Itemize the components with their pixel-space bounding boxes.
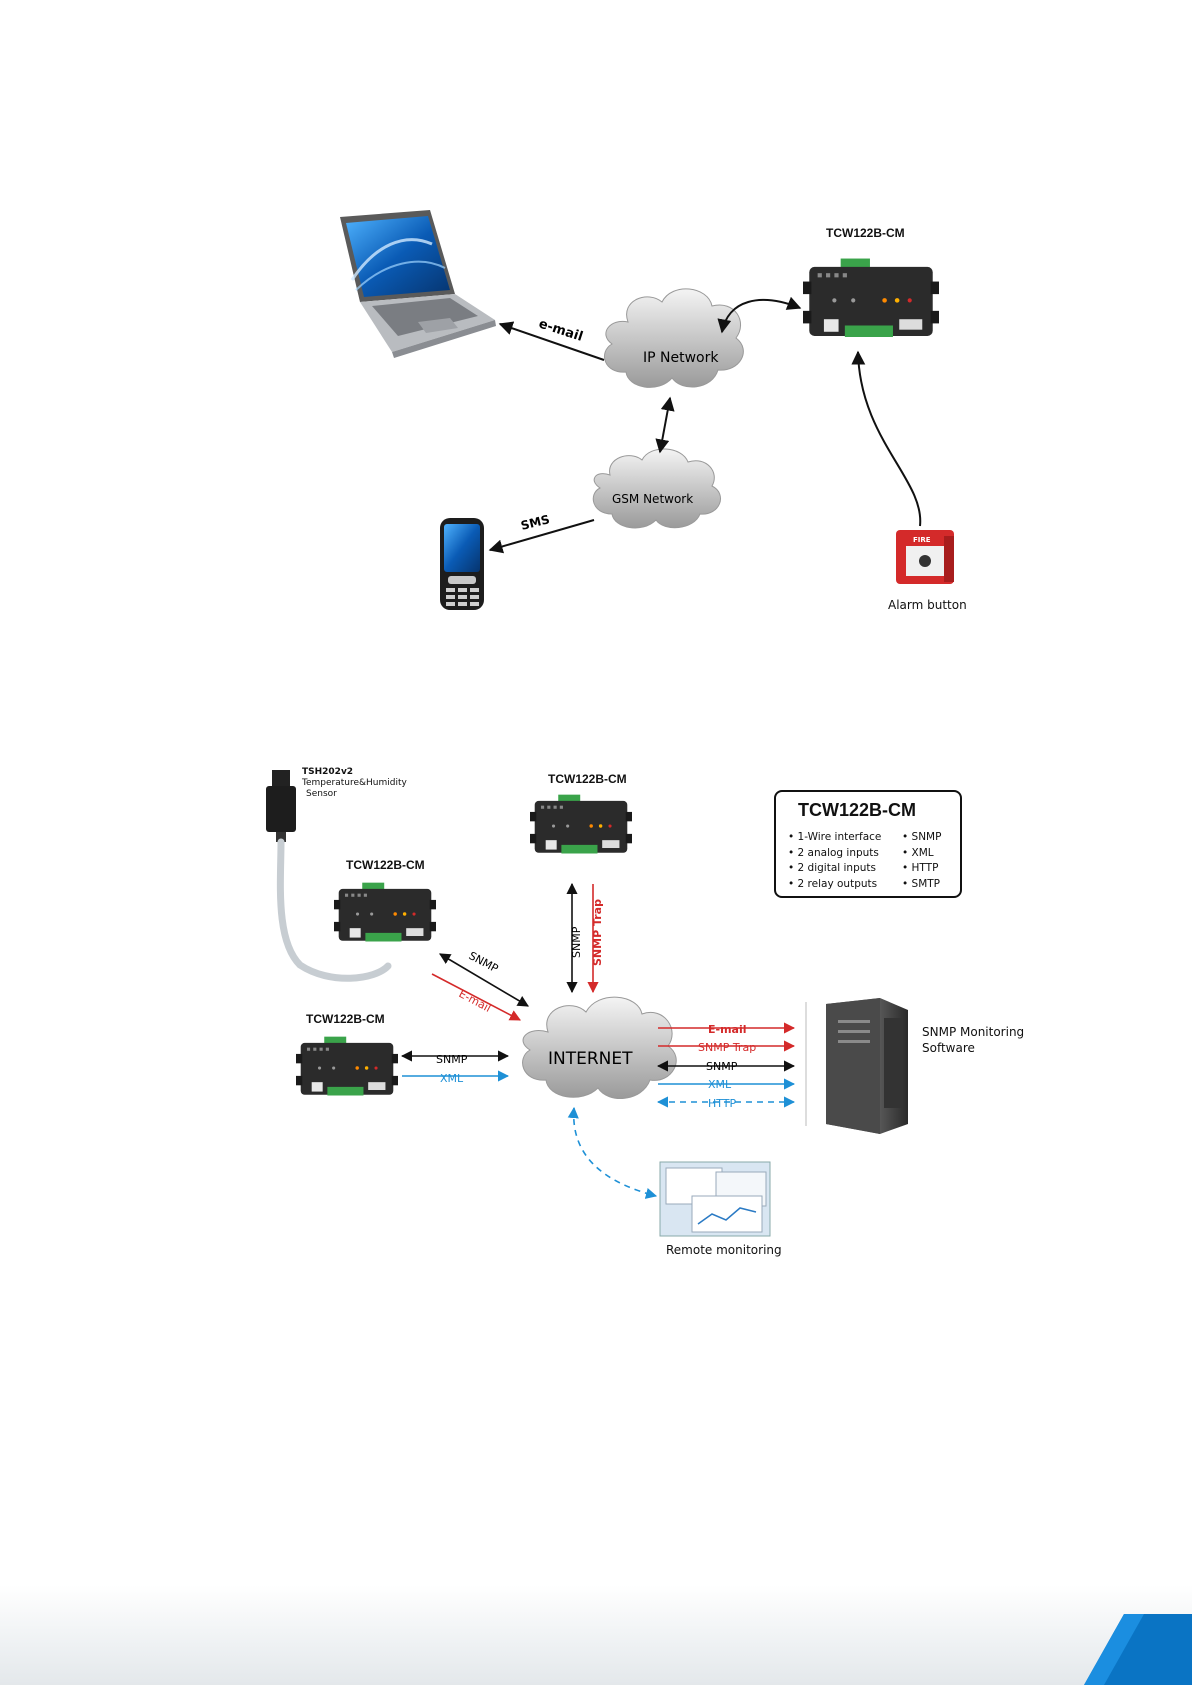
label-left-snmp: SNMP [467, 949, 501, 975]
device-title-1: TCW122B-CM [826, 226, 905, 240]
gsm-network-cloud [592, 448, 722, 529]
spec-feature: 2 relay outputs [788, 877, 881, 893]
remote-monitoring-label: Remote monitoring [666, 1243, 782, 1257]
label-email: e-mail [537, 317, 585, 345]
spec-protocol: SNMP [902, 830, 942, 846]
sensor-title: TSH202v2 [302, 767, 354, 777]
device-title-bottom: TCW122B-CM [306, 1012, 385, 1026]
device-title-top: TCW122B-CM [548, 772, 627, 786]
label-sms: SMS [519, 512, 551, 533]
label-low-xml: XML [440, 1072, 464, 1085]
device-tcw122b-cm-left [334, 882, 436, 942]
spec-box-title: TCW122B-CM [798, 800, 917, 820]
laptop-icon [340, 210, 496, 358]
edge-ip-gsm [655, 396, 675, 454]
alarm-sign-text: FIRE [913, 536, 931, 544]
device-tcw122b-cm-top [530, 794, 632, 854]
edge-alarm-device [851, 350, 922, 527]
spec-protocol: SMTP [902, 877, 941, 893]
device-title-left: TCW122B-CM [346, 858, 425, 872]
server-label-line2: Software [922, 1041, 975, 1055]
edge-remote-http [567, 1106, 658, 1199]
spec-protocol: XML [902, 846, 941, 862]
label-right-http: HTTP [708, 1097, 737, 1110]
spec-feature: 2 analog inputs [788, 846, 881, 862]
edge-ip-device [717, 296, 802, 334]
device-tcw122b-cm-1 [803, 258, 939, 337]
edge-email [498, 321, 605, 361]
label-right-snmp: SNMP [706, 1060, 738, 1073]
label-right-trap: SNMP Trap [698, 1041, 756, 1054]
mobile-phone-icon [440, 518, 484, 610]
diagram-network-overview: INTERNET SNMP E-mail SNMP XML SNMP SNMP … [266, 770, 908, 1237]
page-footer-band [0, 1585, 1192, 1685]
diagram-alarm-notification: e-mail IP Network GSM Network SMS FIRE [340, 210, 954, 610]
label-top-trap: SNMP Trap [591, 899, 604, 966]
spec-box: TCW122B-CM 1-Wire interface 2 analog inp… [774, 790, 962, 898]
corner-brand-shape [1084, 1614, 1192, 1685]
label-right-xml: XML [708, 1078, 732, 1091]
label-top-snmp: SNMP [570, 926, 583, 958]
edge-left-snmp [439, 953, 529, 1007]
label-internet: INTERNET [548, 1049, 633, 1069]
sensor-desc-line1: Temperature&Humidity [302, 778, 407, 788]
label-right-email: E-mail [708, 1023, 747, 1036]
server-label-line1: SNMP Monitoring [922, 1025, 1025, 1039]
monitoring-screen-icon [659, 1161, 771, 1237]
spec-feature: 2 digital inputs [788, 861, 881, 877]
label-gsm-network: GSM Network [612, 492, 693, 506]
fire-alarm-button-icon [896, 530, 954, 584]
spec-box-features: 1-Wire interface 2 analog inputs 2 digit… [788, 830, 882, 893]
spec-protocol: HTTP [902, 861, 941, 877]
sensor-desc-line2: Sensor [306, 789, 337, 799]
label-low-snmp: SNMP [436, 1053, 468, 1066]
sensor-probe-icon [266, 770, 392, 982]
edge-sms [488, 519, 595, 554]
spec-box-protocols: SNMP XML HTTP SMTP [902, 830, 942, 893]
edge-left-email [431, 973, 521, 1021]
server-tower-icon [805, 998, 908, 1134]
device-tcw122b-cm-bottom [296, 1036, 398, 1096]
label-left-email: E-mail [457, 987, 494, 1015]
alarm-button-label: Alarm button [888, 598, 967, 612]
spec-feature: 1-Wire interface [788, 830, 882, 846]
ip-network-cloud [603, 288, 744, 388]
internet-cloud [522, 996, 677, 1099]
label-ip-network: IP Network [643, 350, 719, 366]
